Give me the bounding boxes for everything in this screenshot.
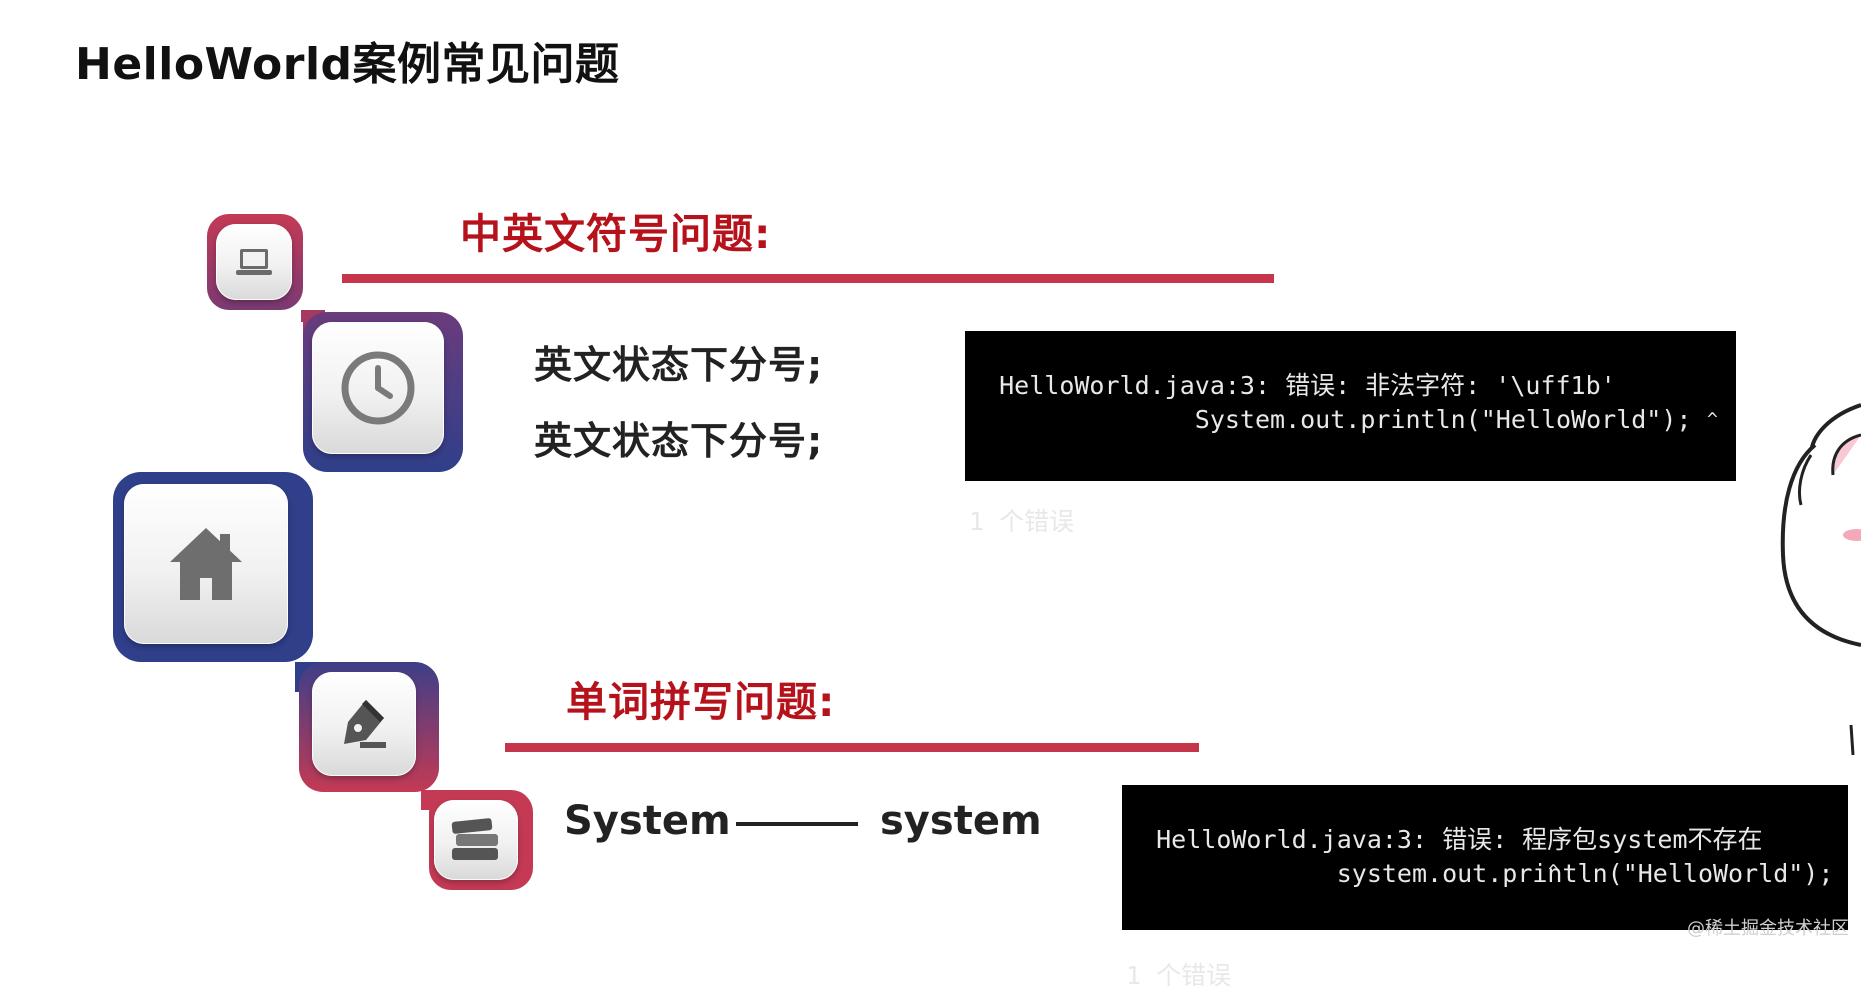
section2-heading: 单词拼写问题:: [566, 678, 836, 726]
terminal1-caret: ^: [1707, 409, 1718, 430]
tile-pen: [312, 672, 416, 776]
terminal2-line-4: 1 个错误: [1126, 961, 1232, 990]
section2-terminal: HelloWorld.java:3: 错误: 程序包system不存在 syst…: [1122, 785, 1848, 990]
misspelled-word: system: [880, 798, 1042, 844]
terminal2-line-1: HelloWorld.java:3: 错误: 程序包system不存在: [1156, 825, 1763, 854]
cartoon-character: [1780, 403, 1861, 756]
section1-terminal: HelloWorld.java:3: 错误: 非法字符: '\uff1b' Sy…: [965, 331, 1736, 536]
watermark: @稀土掘金技术社区: [1687, 918, 1849, 939]
section1-rule: [342, 274, 1274, 283]
terminal2-line-2: system.out.println("HelloWorld");: [1126, 859, 1834, 888]
laptop-icon: [236, 249, 272, 275]
section1-line-2: 英文状态下分号;: [534, 419, 824, 463]
home-icon: [170, 528, 242, 600]
tile-laptop: [216, 224, 292, 300]
tile-clock: [312, 322, 444, 454]
section1-line-1: 英文状态下分号;: [534, 343, 824, 387]
terminal2-caret: ^: [1548, 861, 1559, 882]
page-title: HelloWorld案例常见问题: [75, 39, 620, 90]
terminal1-line-1: HelloWorld.java:3: 错误: 非法字符: '\uff1b': [999, 371, 1616, 400]
comparison-line: [736, 822, 858, 826]
books-icon: [451, 818, 498, 860]
section1-heading: 中英文符号问题:: [460, 210, 772, 258]
terminal1-line-2: System.out.println("HelloWorld");: [969, 405, 1692, 434]
terminal1-line-4: 1 个错误: [969, 507, 1075, 536]
clock-icon: [341, 351, 415, 425]
section2-rule: [505, 743, 1199, 752]
tile-books: [434, 800, 518, 880]
tile-home: [124, 484, 288, 644]
pen-nib-icon: [344, 700, 386, 748]
correct-word: System: [564, 798, 731, 844]
